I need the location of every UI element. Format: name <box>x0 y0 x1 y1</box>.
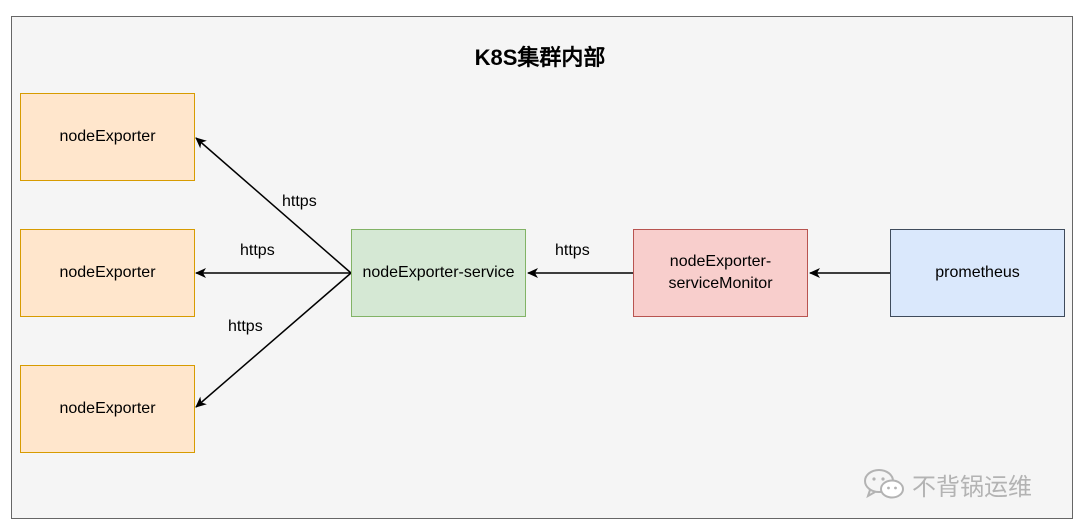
diagram-title: K8S集群内部 <box>474 45 606 70</box>
node-exporter-service[interactable]: nodeExporter-service <box>351 229 526 317</box>
watermark: 不背锅运维 <box>862 466 1032 502</box>
node-exporter-2-label: nodeExporter <box>59 264 156 281</box>
node-exporter-2[interactable]: nodeExporter <box>20 229 195 317</box>
node-exporter-3-label: nodeExporter <box>59 400 156 417</box>
prometheus-label: prometheus <box>935 264 1020 281</box>
wechat-icon <box>864 469 904 499</box>
node-exporter-service-label: nodeExporter-service <box>362 264 515 281</box>
edge-label-exporter-1: https <box>282 193 317 210</box>
edge-label-exporter-3: https <box>228 318 263 335</box>
service-monitor-label-line1: nodeExporter- <box>669 253 772 270</box>
node-exporter-1-label: nodeExporter <box>59 128 156 145</box>
node-exporter-1[interactable]: nodeExporter <box>20 93 195 181</box>
watermark-text: 不背锅运维 <box>912 472 1032 501</box>
edge-service-to-exporter-1 <box>195 137 352 274</box>
edge-label-exporter-2: https <box>240 242 275 259</box>
service-monitor-node[interactable]: nodeExporter- serviceMonitor <box>633 229 808 317</box>
edge-service-to-exporter-3 <box>195 272 352 408</box>
service-monitor-label: nodeExporter- serviceMonitor <box>668 251 772 295</box>
edge-label-monitor-to-service: https <box>555 242 590 259</box>
prometheus-node[interactable]: prometheus <box>890 229 1065 317</box>
service-monitor-label-line2: serviceMonitor <box>668 275 773 292</box>
node-exporter-3[interactable]: nodeExporter <box>20 365 195 453</box>
